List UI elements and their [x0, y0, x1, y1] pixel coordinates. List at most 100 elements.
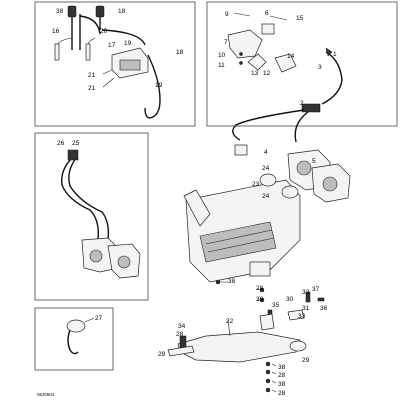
choke-cable-a [61, 157, 100, 241]
washer-38-b1 [265, 361, 271, 367]
harness-connector [301, 103, 321, 113]
callout-11: 11 [218, 62, 225, 69]
callout-3: 3 [318, 64, 322, 71]
carb-throat-left [89, 249, 103, 263]
bracket-33 [287, 309, 305, 321]
callout-4: 4 [264, 149, 268, 156]
callout-17: 17 [108, 42, 116, 49]
cylinder-fins [205, 229, 275, 253]
choke-cable-b [68, 157, 110, 241]
callout-5: 5 [312, 158, 316, 165]
primer-panel [34, 307, 114, 371]
callout-28-b: 28 [176, 331, 184, 338]
callout-15: 15 [296, 15, 304, 22]
washer-38-mid [215, 279, 221, 285]
intake-boot-right [281, 185, 299, 199]
primer-leader [84, 317, 95, 323]
ground-wire [144, 54, 161, 119]
callout-26: 26 [57, 140, 65, 147]
ignition-coil-assembly [54, 5, 161, 119]
callout-12: 12 [263, 70, 271, 77]
callout-36: 36 [320, 305, 328, 312]
callout-25: 25 [72, 140, 80, 147]
engine-flywheel-cover [183, 189, 211, 227]
callout-32: 32 [302, 289, 310, 296]
plug-leader [57, 37, 96, 45]
callout-21-a: 21 [88, 72, 96, 79]
sensor-leaders [233, 12, 288, 21]
ignition-coil-panel [34, 1, 196, 127]
cable-bracket [234, 144, 248, 156]
spark-plug-right [85, 43, 91, 61]
throttle-sensor-assembly [227, 12, 343, 113]
callout-20: 20 [100, 28, 108, 35]
lower-leaders [271, 363, 277, 393]
spark-plug-wire-upper [79, 15, 101, 35]
callout-39: 39 [256, 296, 264, 303]
callout-13: 13 [251, 70, 259, 77]
throttle-sensor-housing [261, 23, 275, 35]
throttle-sensor-panel [206, 1, 398, 127]
washer-leaders [220, 281, 264, 301]
ignition-coil-body [119, 59, 141, 71]
callout-30: 30 [286, 296, 294, 303]
callout-10: 10 [218, 52, 226, 59]
washer-38-b2 [265, 378, 271, 384]
bracket-29-left [167, 345, 195, 357]
carb-main-throat-right [322, 176, 338, 192]
plate-leader [227, 319, 231, 337]
callout-19-top: 19 [124, 40, 132, 47]
cable-connector [67, 149, 79, 161]
carb-main-throat-left [296, 160, 312, 176]
carburetor-cable-panel [34, 132, 149, 301]
primer-hose [67, 329, 79, 355]
callout-28-b2: 28 [278, 390, 286, 397]
bolt-37 [305, 291, 311, 303]
nut [239, 61, 243, 65]
callout-33: 33 [298, 313, 306, 320]
engine-mount [249, 261, 271, 277]
callout-28-a: 28 [256, 285, 264, 292]
callout-24-a: 24 [262, 165, 270, 172]
sensor-lever [247, 53, 267, 71]
engine-cylinders [199, 221, 277, 263]
spark-plug-left [54, 43, 60, 61]
callout-22: 22 [226, 318, 234, 325]
throttle-cable-right [294, 111, 309, 143]
callout-16: 16 [52, 28, 60, 35]
sensor-clip [274, 53, 297, 73]
throttle-cable-left [232, 109, 305, 141]
callout-19-bottom: 19 [155, 82, 163, 89]
figure-code: 06J0604 [37, 392, 55, 397]
callout-27: 27 [95, 315, 103, 322]
callout-38-top: 38 [56, 8, 64, 15]
engine-plate-assembly [167, 319, 307, 393]
callout-38-mid: 38 [228, 278, 236, 285]
spark-plug-wire [71, 14, 81, 50]
primer-assembly [66, 317, 95, 355]
callout-24-b: 24 [262, 193, 270, 200]
mount-hardware [215, 279, 325, 331]
callout-18-top: 18 [118, 8, 126, 15]
callout-18-right: 18 [176, 49, 184, 56]
callout-21-b: 21 [88, 85, 96, 92]
sensor-connector [325, 47, 333, 57]
callout-35: 35 [272, 302, 280, 309]
callout-6: 6 [265, 10, 269, 17]
rubber-damper [289, 340, 307, 352]
engine-assembly [183, 179, 301, 283]
intake-boot-left [259, 173, 277, 187]
carburetor-cable-assembly [61, 149, 141, 279]
callout-38-b2: 38 [278, 381, 286, 388]
callout-34: 34 [178, 323, 186, 330]
callout-7: 7 [224, 39, 228, 46]
callout-14: 14 [287, 53, 295, 60]
rubber-mount [259, 313, 275, 331]
callout-37: 37 [312, 286, 320, 293]
sensor-harness [321, 51, 343, 105]
screw-leaders [102, 69, 115, 88]
primer-bulb [66, 319, 86, 333]
callout-28-b1: 28 [278, 372, 286, 379]
callout-38-b1: 38 [278, 364, 286, 371]
